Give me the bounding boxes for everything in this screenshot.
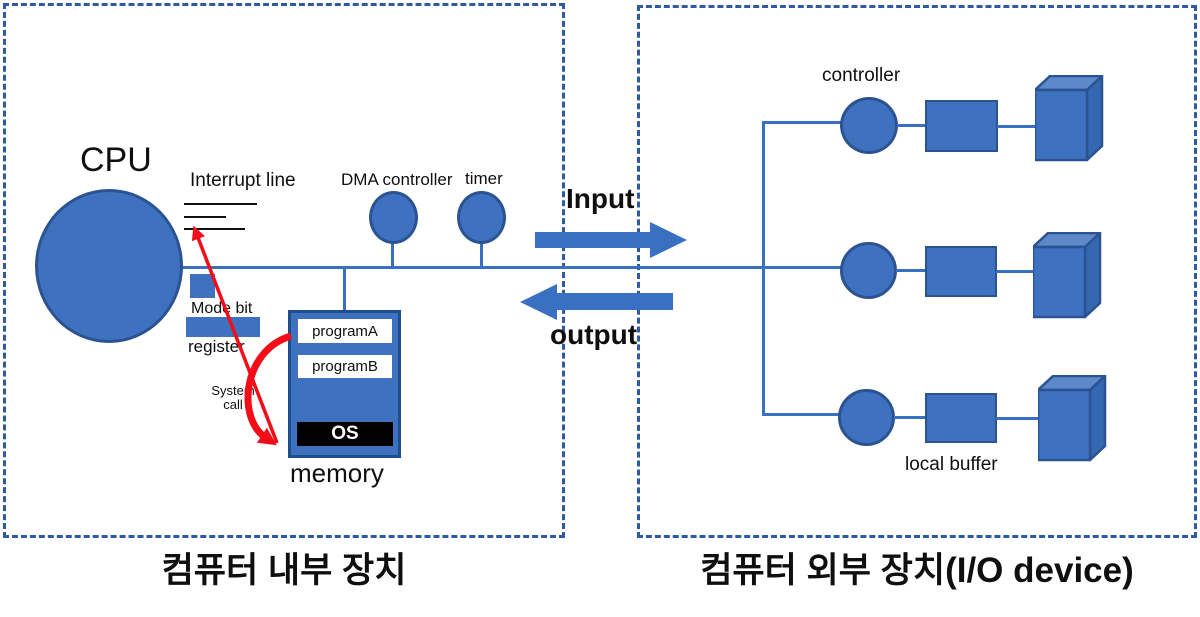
dma-controller-label: DMA controller <box>341 170 453 189</box>
dma-controller-circle <box>369 191 418 244</box>
mode-bit-square <box>190 274 215 298</box>
io-trunk-line <box>762 121 765 416</box>
input-arrow <box>535 232 651 248</box>
memory-connector-line <box>343 268 346 310</box>
external-devices-box <box>637 5 1197 538</box>
cpu-label: CPU <box>80 141 152 179</box>
external-devices-title: 컴퓨터 외부 장치(I/O device) <box>700 551 1134 590</box>
local-buffer-rect <box>925 393 997 443</box>
internal-devices-box <box>3 3 565 538</box>
output-label: output <box>550 319 638 350</box>
device-cube-icon <box>1033 232 1102 319</box>
timer-connector-line <box>480 242 483 268</box>
interrupt-tick-line <box>184 228 245 230</box>
internal-devices-title: 컴퓨터 내부 장치 <box>161 551 407 590</box>
interrupt-line-label: Interrupt line <box>190 170 296 191</box>
connector-line <box>894 416 926 419</box>
device-cube-icon <box>1035 75 1104 162</box>
timer-label: timer <box>465 169 503 188</box>
local-buffer-rect <box>925 246 997 297</box>
mode-bit-label: Mode bit <box>191 300 253 317</box>
register-label: register <box>188 337 245 356</box>
device-cube-icon <box>1038 375 1107 462</box>
input-label: Input <box>566 183 635 214</box>
program-a-slot: programA <box>298 319 392 343</box>
connector-line <box>997 125 1036 128</box>
local-buffer-label: local buffer <box>905 454 998 475</box>
os-slot: OS <box>297 422 393 446</box>
system-call-label: System call <box>211 383 255 413</box>
output-arrow <box>557 293 673 310</box>
controller-label: controller <box>822 65 901 86</box>
dma-connector-line <box>391 242 394 268</box>
register-rect <box>186 317 260 337</box>
connector-line <box>996 270 1034 273</box>
interrupt-tick-line <box>184 203 257 205</box>
connector-line <box>897 124 926 127</box>
io-branch-line-top <box>762 121 841 124</box>
controller-circle <box>840 97 898 154</box>
timer-circle <box>457 191 506 244</box>
system-bus-line <box>181 266 843 269</box>
controller-circle <box>838 389 895 446</box>
cpu-circle <box>35 189 183 343</box>
connector-line <box>896 269 926 272</box>
connector-line <box>996 417 1039 420</box>
input-arrow-head-icon <box>650 222 687 258</box>
interrupt-tick-line <box>184 216 226 218</box>
output-arrow-head-icon <box>520 284 557 320</box>
io-branch-line-bottom <box>762 413 839 416</box>
local-buffer-rect <box>925 100 998 152</box>
program-b-slot: programB <box>298 355 392 378</box>
controller-circle <box>840 242 897 299</box>
memory-label: memory <box>290 458 384 488</box>
